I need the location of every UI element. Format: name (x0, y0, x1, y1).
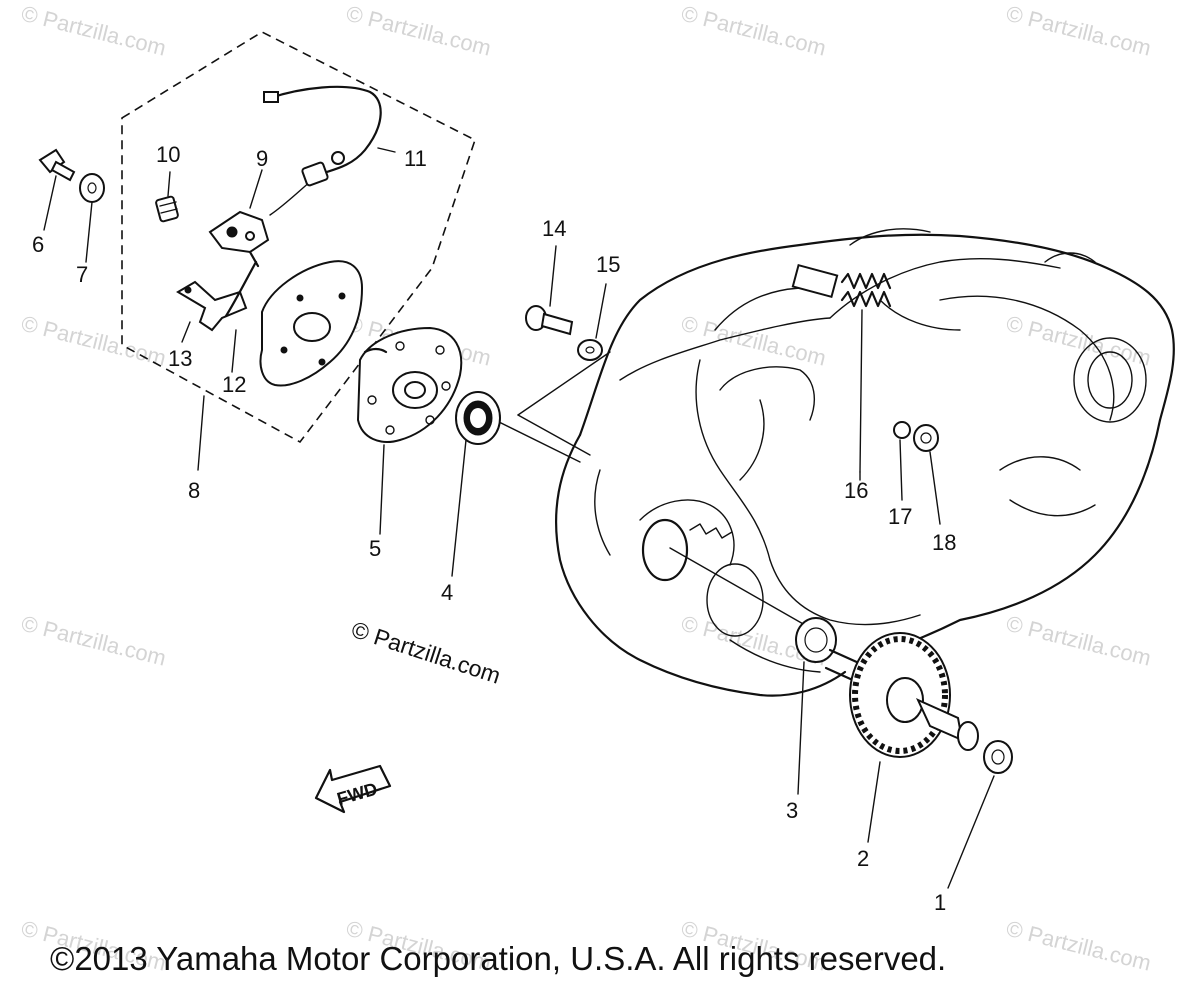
part-10-nut (155, 195, 179, 223)
watermark: © Partzilla.com (19, 611, 169, 671)
watermark: © Partzilla.com (1004, 916, 1154, 976)
callout-13: 13 (168, 346, 192, 371)
watermark: © Partzilla.com (19, 311, 169, 371)
part-2-gear-shaft (824, 632, 979, 758)
callout-5: 5 (369, 536, 381, 561)
callout-6: 6 (32, 232, 44, 257)
callout-8: 8 (188, 478, 200, 503)
watermark: © Partzilla.com (679, 311, 829, 371)
part-18-nut (913, 424, 939, 452)
callout-18: 18 (932, 530, 956, 555)
part-14-bolt (525, 305, 574, 336)
callout-16: 16 (844, 478, 868, 503)
callout-leaders (43, 169, 995, 889)
stator-plate (259, 260, 364, 387)
watermark: © Partzilla.com (679, 1, 829, 61)
callout-2: 2 (857, 846, 869, 871)
part-1-washer (983, 740, 1013, 774)
part-5-rotor (356, 326, 463, 443)
part-4-oil-seal (455, 391, 501, 445)
watermark: © Partzilla.com (1004, 1, 1154, 61)
part-13-bracket (176, 260, 258, 332)
callout-1: 1 (934, 890, 946, 915)
part-6-bolt (38, 148, 76, 182)
callout-9: 9 (256, 146, 268, 171)
watermark: © Partzilla.com (1004, 611, 1154, 671)
leader-lines (494, 351, 861, 626)
fwd-label: FWD (335, 779, 380, 810)
copyright-notice: ©2013 Yamaha Motor Corporation, U.S.A. A… (50, 940, 946, 977)
part-17-ball (893, 421, 911, 439)
callout-labels: 1 2 3 4 5 6 7 8 9 10 11 12 13 14 15 16 1… (32, 142, 956, 915)
part-3-washer (795, 617, 837, 663)
fwd-arrow-icon: FWD (314, 764, 392, 814)
callout-17: 17 (888, 504, 912, 529)
callout-10: 10 (156, 142, 180, 167)
callout-4: 4 (441, 580, 453, 605)
center-watermark: © Partzilla.com (348, 616, 503, 689)
part-7-washer (79, 173, 105, 203)
part-9-pickup-coil (208, 210, 270, 268)
part-15-washer (577, 339, 603, 361)
callout-15: 15 (596, 252, 620, 277)
callout-11: 11 (404, 146, 427, 171)
callout-12: 12 (222, 372, 246, 397)
crankcase-cover (554, 228, 1175, 697)
callout-14: 14 (542, 216, 566, 241)
watermark: © Partzilla.com (344, 1, 494, 61)
part-16-spring (791, 263, 892, 308)
callout-7: 7 (76, 262, 88, 287)
watermark: © Partzilla.com (19, 1, 169, 61)
part-11-wire-lead (263, 85, 396, 216)
callout-3: 3 (786, 798, 798, 823)
watermark: © Partzilla.com (1004, 311, 1154, 371)
